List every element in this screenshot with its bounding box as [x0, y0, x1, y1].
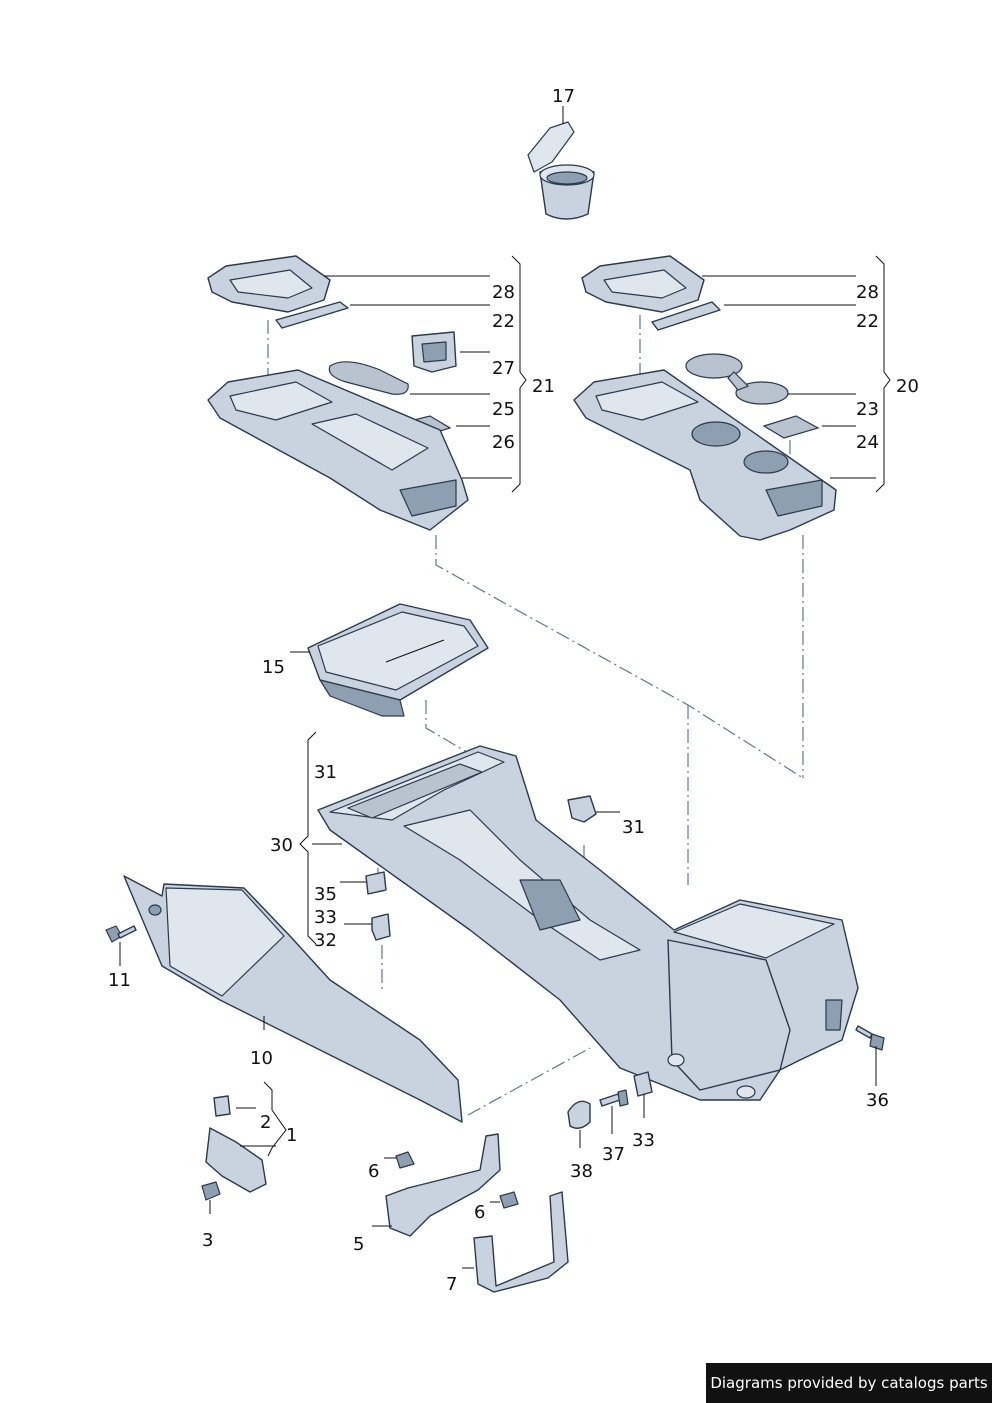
callout-28-left: 28: [492, 282, 515, 303]
part-clip-33-left: [371, 913, 391, 941]
callout-3: 3: [202, 1230, 213, 1251]
callout-31-right: 31: [622, 817, 645, 838]
callout-25: 25: [492, 399, 515, 420]
callout-7: 7: [446, 1274, 457, 1295]
callout-30: 30: [270, 835, 293, 856]
part-screw-11: [105, 925, 137, 943]
callout-36: 36: [866, 1090, 889, 1111]
callout-32: 32: [314, 930, 337, 951]
part-nut-3: [201, 1181, 221, 1201]
part-bracket-7: [473, 1191, 569, 1293]
part-side-panel: [123, 875, 463, 1123]
callout-23: 23: [856, 399, 879, 420]
callout-22-left: 22: [492, 311, 515, 332]
part-console-trim-left: [207, 369, 469, 531]
leader-lines: [119, 106, 891, 1269]
callout-38: 38: [570, 1161, 593, 1182]
part-ashtray-cup: [527, 121, 595, 220]
part-mat-25: [328, 361, 409, 395]
part-clip-33-right: [633, 1071, 653, 1097]
callout-35: 35: [314, 884, 337, 905]
part-bracket-5: [385, 1133, 501, 1237]
callout-20: 20: [896, 376, 919, 397]
callout-6-left: 6: [368, 1161, 379, 1182]
part-shift-frame-left: [207, 255, 331, 313]
part-cup-mat-23: [685, 353, 789, 405]
part-mat-24: [762, 415, 820, 439]
part-clip-2: [213, 1095, 231, 1117]
callout-labels: 17 28 22 27 21 25 26 28 22 20 23 24 15 3…: [108, 86, 919, 1295]
part-storage-lid: [307, 603, 489, 717]
part-insert-27: [411, 331, 457, 373]
part-center-console: [317, 745, 859, 1101]
callout-33-right: 33: [632, 1130, 655, 1151]
part-screw-36: [855, 1025, 885, 1051]
callout-24: 24: [856, 432, 879, 453]
callout-31-left: 31: [314, 762, 337, 783]
alignment-lines: [267, 315, 804, 1116]
part-plug-38: [567, 1100, 591, 1129]
callout-27: 27: [492, 358, 515, 379]
part-console-trim-right: [573, 369, 837, 541]
callout-6-right: 6: [474, 1202, 485, 1223]
part-nut-35: [365, 871, 387, 895]
callout-10: 10: [250, 1048, 273, 1069]
credit-banner: Diagrams provided by catalogs parts: [706, 1363, 992, 1403]
callout-21: 21: [532, 376, 555, 397]
part-nut-6-left: [395, 1151, 415, 1169]
callout-11: 11: [108, 970, 131, 991]
callout-33-left: 33: [314, 907, 337, 928]
part-clip-31: [567, 795, 597, 823]
callout-1: 1: [286, 1125, 297, 1146]
part-screw-37: [599, 1089, 629, 1107]
callout-2: 2: [260, 1112, 271, 1133]
callout-37: 37: [602, 1144, 625, 1165]
callout-26: 26: [492, 432, 515, 453]
part-bracket-1: [205, 1127, 267, 1193]
part-trim-strip-right: [651, 301, 721, 331]
callout-15: 15: [262, 657, 285, 678]
part-shift-frame-right: [581, 255, 705, 313]
part-nut-6-right: [499, 1191, 519, 1209]
callout-22-right: 22: [856, 311, 879, 332]
credit-text: Diagrams provided by catalogs parts: [710, 1374, 988, 1392]
part-trim-strip-left: [275, 301, 349, 329]
callout-17: 17: [552, 86, 575, 107]
callout-28-right: 28: [856, 282, 879, 303]
callout-5: 5: [353, 1234, 364, 1255]
